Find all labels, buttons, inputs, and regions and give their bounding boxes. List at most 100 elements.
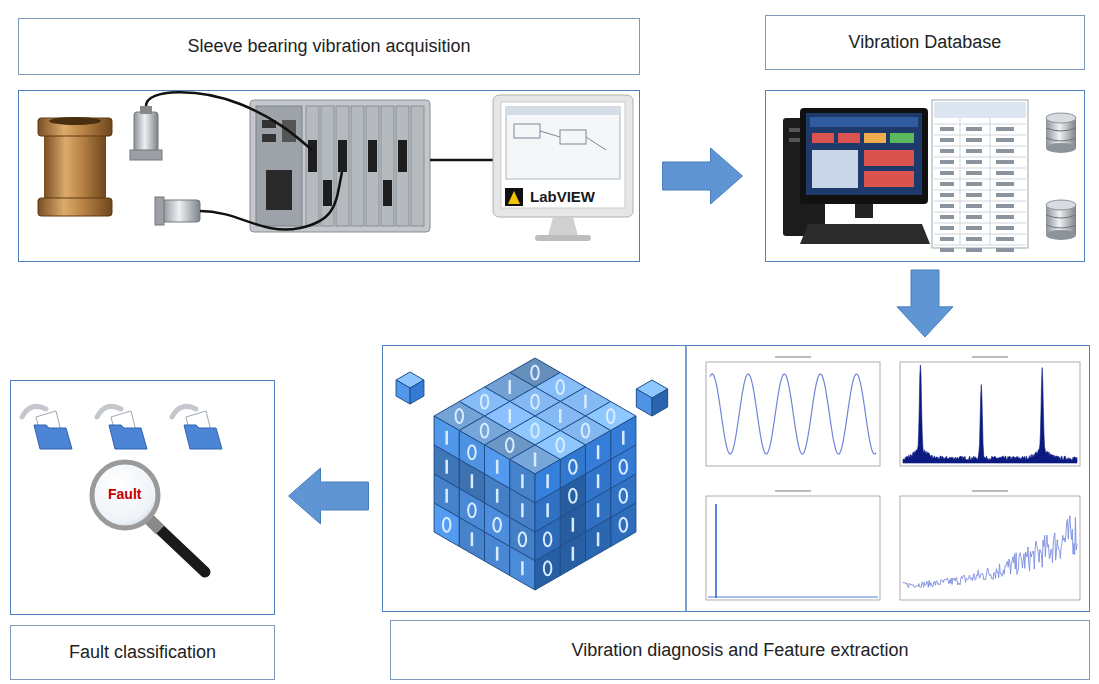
spreadsheet-part	[966, 182, 982, 186]
binary-cube-part	[456, 409, 464, 423]
spreadsheet-part	[940, 248, 954, 252]
spreadsheet-part	[966, 204, 982, 208]
accelerometer-part	[134, 112, 158, 152]
signal-plots-part	[715, 504, 717, 598]
daq-chassis-part	[323, 180, 332, 206]
panel-frame	[765, 90, 1085, 262]
spreadsheet-part	[934, 168, 1026, 169]
panel-heading: Fault classification	[69, 642, 216, 663]
magnifier-part	[92, 462, 158, 528]
computer-part	[864, 150, 914, 166]
spreadsheet-part	[940, 182, 954, 186]
spreadsheet-part	[934, 201, 1026, 202]
panel-heading-box: Sleeve bearing vibration acquisition	[18, 18, 640, 75]
binary-cube-part	[582, 424, 590, 438]
binary-cube-part	[481, 395, 489, 409]
daq-chassis-part	[351, 106, 364, 226]
monitor	[493, 95, 633, 241]
spreadsheet-part	[932, 100, 1028, 248]
accelerometer	[130, 106, 162, 160]
spreadsheet-part	[940, 149, 954, 153]
binary-cube-part	[622, 431, 625, 445]
signal-plots-part	[708, 597, 878, 598]
binary-cube-part	[509, 380, 512, 394]
monitor-part	[548, 217, 578, 236]
daq-chassis-part	[368, 140, 377, 172]
spreadsheet-part	[934, 102, 1026, 118]
block-arrow	[663, 148, 743, 204]
binary-cube-part	[544, 561, 552, 575]
binary-cube-part	[560, 532, 585, 576]
sleeve-bearing-part	[49, 117, 101, 125]
spreadsheet-part	[934, 124, 1026, 125]
process-panel: Vibration diagnosis and Feature extracti…	[382, 345, 1090, 680]
binary-cube-part	[471, 532, 474, 546]
spreadsheet-part	[934, 234, 1026, 235]
spreadsheet-part	[966, 226, 982, 230]
binary-cube-part	[597, 532, 600, 546]
computer-part	[800, 224, 930, 244]
panel-heading: Vibration diagnosis and Feature extracti…	[572, 640, 909, 661]
binary-cube-part	[468, 503, 476, 517]
daq-chassis-part	[262, 134, 276, 142]
daq-chassis-part	[396, 106, 409, 226]
panel-heading-box: Fault classification	[10, 625, 275, 680]
monitor-part	[560, 130, 586, 144]
spreadsheet-part	[996, 127, 1014, 131]
daq-chassis-part	[250, 100, 430, 232]
binary-cube-part	[396, 380, 410, 404]
binary-cube-part	[496, 547, 499, 561]
spreadsheet-part	[934, 135, 1026, 136]
spreadsheet-part	[940, 237, 954, 241]
panel-heading: Vibration Database	[849, 32, 1002, 53]
panel-frame	[382, 345, 1090, 612]
signal-plots	[706, 356, 1080, 600]
database-icon-part	[1046, 200, 1076, 210]
spreadsheet-part	[966, 127, 982, 131]
block-arrow	[897, 270, 953, 337]
cable	[146, 92, 493, 229]
binary-cube-part	[521, 561, 524, 575]
accelerometer-part	[162, 200, 200, 222]
binary-cube-part	[459, 518, 484, 562]
binary-cube-part	[569, 460, 577, 474]
binary-cube-part	[534, 453, 537, 467]
binary-cube-part	[471, 474, 474, 488]
spreadsheet-part	[996, 193, 1014, 197]
daq-chassis-part	[306, 106, 319, 226]
spreadsheet-part	[934, 223, 1026, 224]
spreadsheet-part	[934, 190, 1026, 191]
binary-cube-part	[546, 474, 549, 488]
signal-plots-part	[972, 356, 1008, 358]
database-icon-part	[1046, 143, 1076, 153]
signal-plots-part	[903, 365, 1077, 463]
computer-part	[812, 133, 834, 143]
signal-plots-part	[775, 356, 811, 358]
spreadsheet-part	[934, 157, 1026, 158]
binary-cube-part	[572, 547, 575, 561]
daq-chassis-part	[383, 180, 392, 206]
binary-cube-part	[559, 409, 562, 423]
signal-plots-part	[900, 362, 1080, 466]
folder-icons-part	[184, 425, 222, 449]
block-arrow	[289, 468, 369, 524]
spreadsheet-part	[940, 171, 954, 175]
spreadsheet-part	[940, 160, 954, 164]
binary-cube-part	[544, 532, 552, 546]
sleeve-bearing-part	[38, 198, 112, 216]
monitor-part	[540, 131, 606, 150]
binary-cube-part	[636, 389, 652, 416]
spreadsheet-part	[966, 248, 982, 252]
accelerometer-part	[130, 150, 162, 160]
spreadsheet-part	[966, 237, 982, 241]
monitor-part	[493, 95, 633, 217]
database-icon-part	[1046, 215, 1076, 228]
spreadsheet-part	[940, 138, 954, 142]
computer-part	[864, 133, 886, 143]
daq-chassis-part	[398, 140, 407, 172]
binary-cube-part	[434, 503, 459, 547]
database-icon	[1046, 200, 1076, 240]
spreadsheet-part	[996, 226, 1014, 230]
